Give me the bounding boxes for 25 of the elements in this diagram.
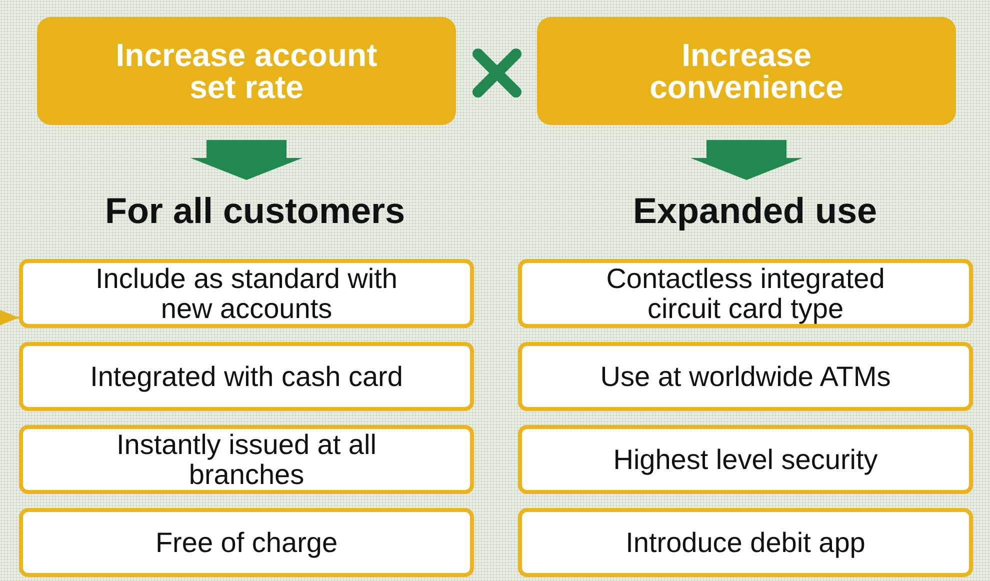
block-arrow — [190, 140, 302, 180]
box-text: Instantly issued at all branches — [116, 430, 378, 489]
column-heading: For all customers — [40, 180, 470, 242]
feature-box — [518, 259, 973, 328]
box-text: Free of charge — [155, 528, 338, 558]
box-text: Include as standard with new accounts — [94, 264, 398, 323]
column-heading: Expanded use — [540, 180, 970, 242]
box-text: Increase account set rate — [114, 39, 378, 103]
arrow — [0, 310, 19, 326]
goal-box — [537, 17, 956, 125]
box-text: Use at worldwide ATMs — [600, 362, 891, 392]
feature-box — [518, 508, 973, 577]
box-text: Highest level security — [613, 444, 878, 474]
box-text: Contactless integrated circuit card type — [605, 264, 886, 323]
feature-box — [19, 259, 474, 328]
feature-box — [19, 342, 474, 411]
feature-box — [19, 425, 474, 494]
box-text: Introduce debit app — [626, 528, 866, 558]
goal-box — [37, 17, 456, 125]
feature-box — [518, 425, 973, 494]
box-text: Increase convenience — [648, 39, 844, 103]
block-arrow — [690, 140, 802, 180]
feature-box — [518, 342, 973, 411]
feature-box — [19, 508, 474, 577]
box-text: Integrated with cash card — [90, 362, 403, 392]
